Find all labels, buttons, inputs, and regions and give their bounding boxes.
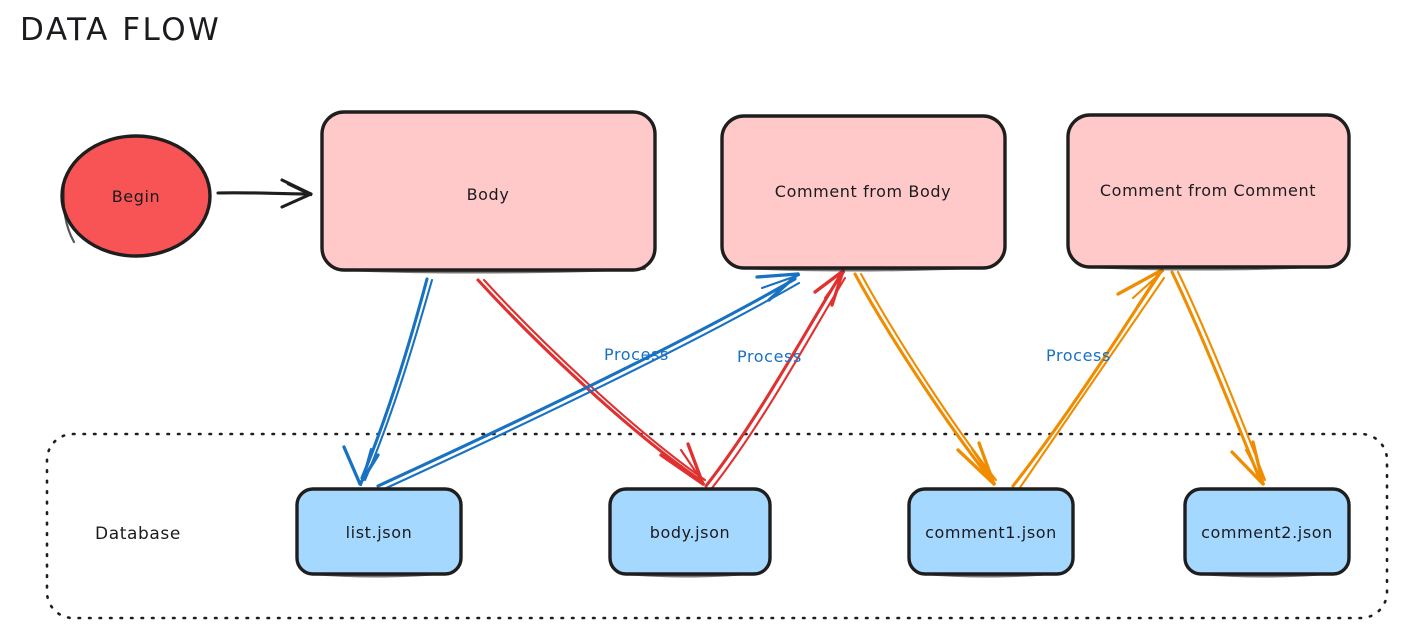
node-comment-from-comment-shape: [1066, 113, 1351, 269]
node-comment-from-body[interactable]: Comment from Body: [720, 114, 1007, 272]
node-comment2-json-label: comment2.json: [1201, 523, 1333, 542]
node-comment-from-comment[interactable]: Comment from Comment: [1066, 113, 1351, 271]
node-comment1-json-label: comment1.json: [925, 523, 1057, 542]
node-body-json[interactable]: body.json: [608, 487, 772, 578]
node-comment-from-body-shape: [720, 114, 1007, 270]
node-begin[interactable]: Begin: [60, 134, 212, 258]
edge-label-process-1: Process: [604, 345, 669, 364]
node-body-json-label: body.json: [650, 523, 731, 542]
edge-comment1-json-to-comment-from-comment: Process: [1011, 268, 1166, 491]
edge-begin-to-body: [216, 178, 313, 209]
edge-label-process-2: Process: [737, 347, 802, 366]
node-comment-from-body-label: Comment from Body: [775, 182, 951, 201]
edge-list-json-to-comment-from-body: Process: [376, 272, 801, 492]
page-title: DATA FLOW: [20, 12, 221, 48]
node-begin-label: Begin: [112, 187, 161, 206]
node-body-json-shape: [608, 487, 772, 576]
node-body-shape: [320, 110, 657, 272]
node-comment2-json-shape: [1183, 487, 1351, 576]
edge-body-to-body-json: [476, 278, 707, 486]
node-comment2-json[interactable]: comment2.json: [1183, 487, 1351, 578]
node-body-label: Body: [467, 185, 510, 204]
node-list-json-shape: [295, 487, 463, 576]
node-list-json-label: list.json: [346, 523, 413, 542]
node-comment1-json-shape: [907, 487, 1075, 576]
group-database: Database: [45, 432, 1389, 620]
edge-comment-from-body-to-comment1-json: [853, 272, 998, 486]
edge-label-process-3: Process: [1046, 346, 1111, 365]
edge-body-to-list-json: [342, 277, 434, 487]
edge-body-json-to-comment-from-body: Process: [704, 269, 847, 490]
edge-comment-from-comment-to-comment2-json: [1170, 270, 1267, 486]
node-list-json[interactable]: list.json: [295, 487, 463, 578]
node-comment-from-comment-label: Comment from Comment: [1100, 181, 1316, 200]
node-body[interactable]: Body: [320, 110, 657, 274]
node-begin-shape: [60, 134, 212, 258]
database-group-label: Database: [95, 524, 181, 544]
node-comment1-json[interactable]: comment1.json: [907, 487, 1075, 578]
